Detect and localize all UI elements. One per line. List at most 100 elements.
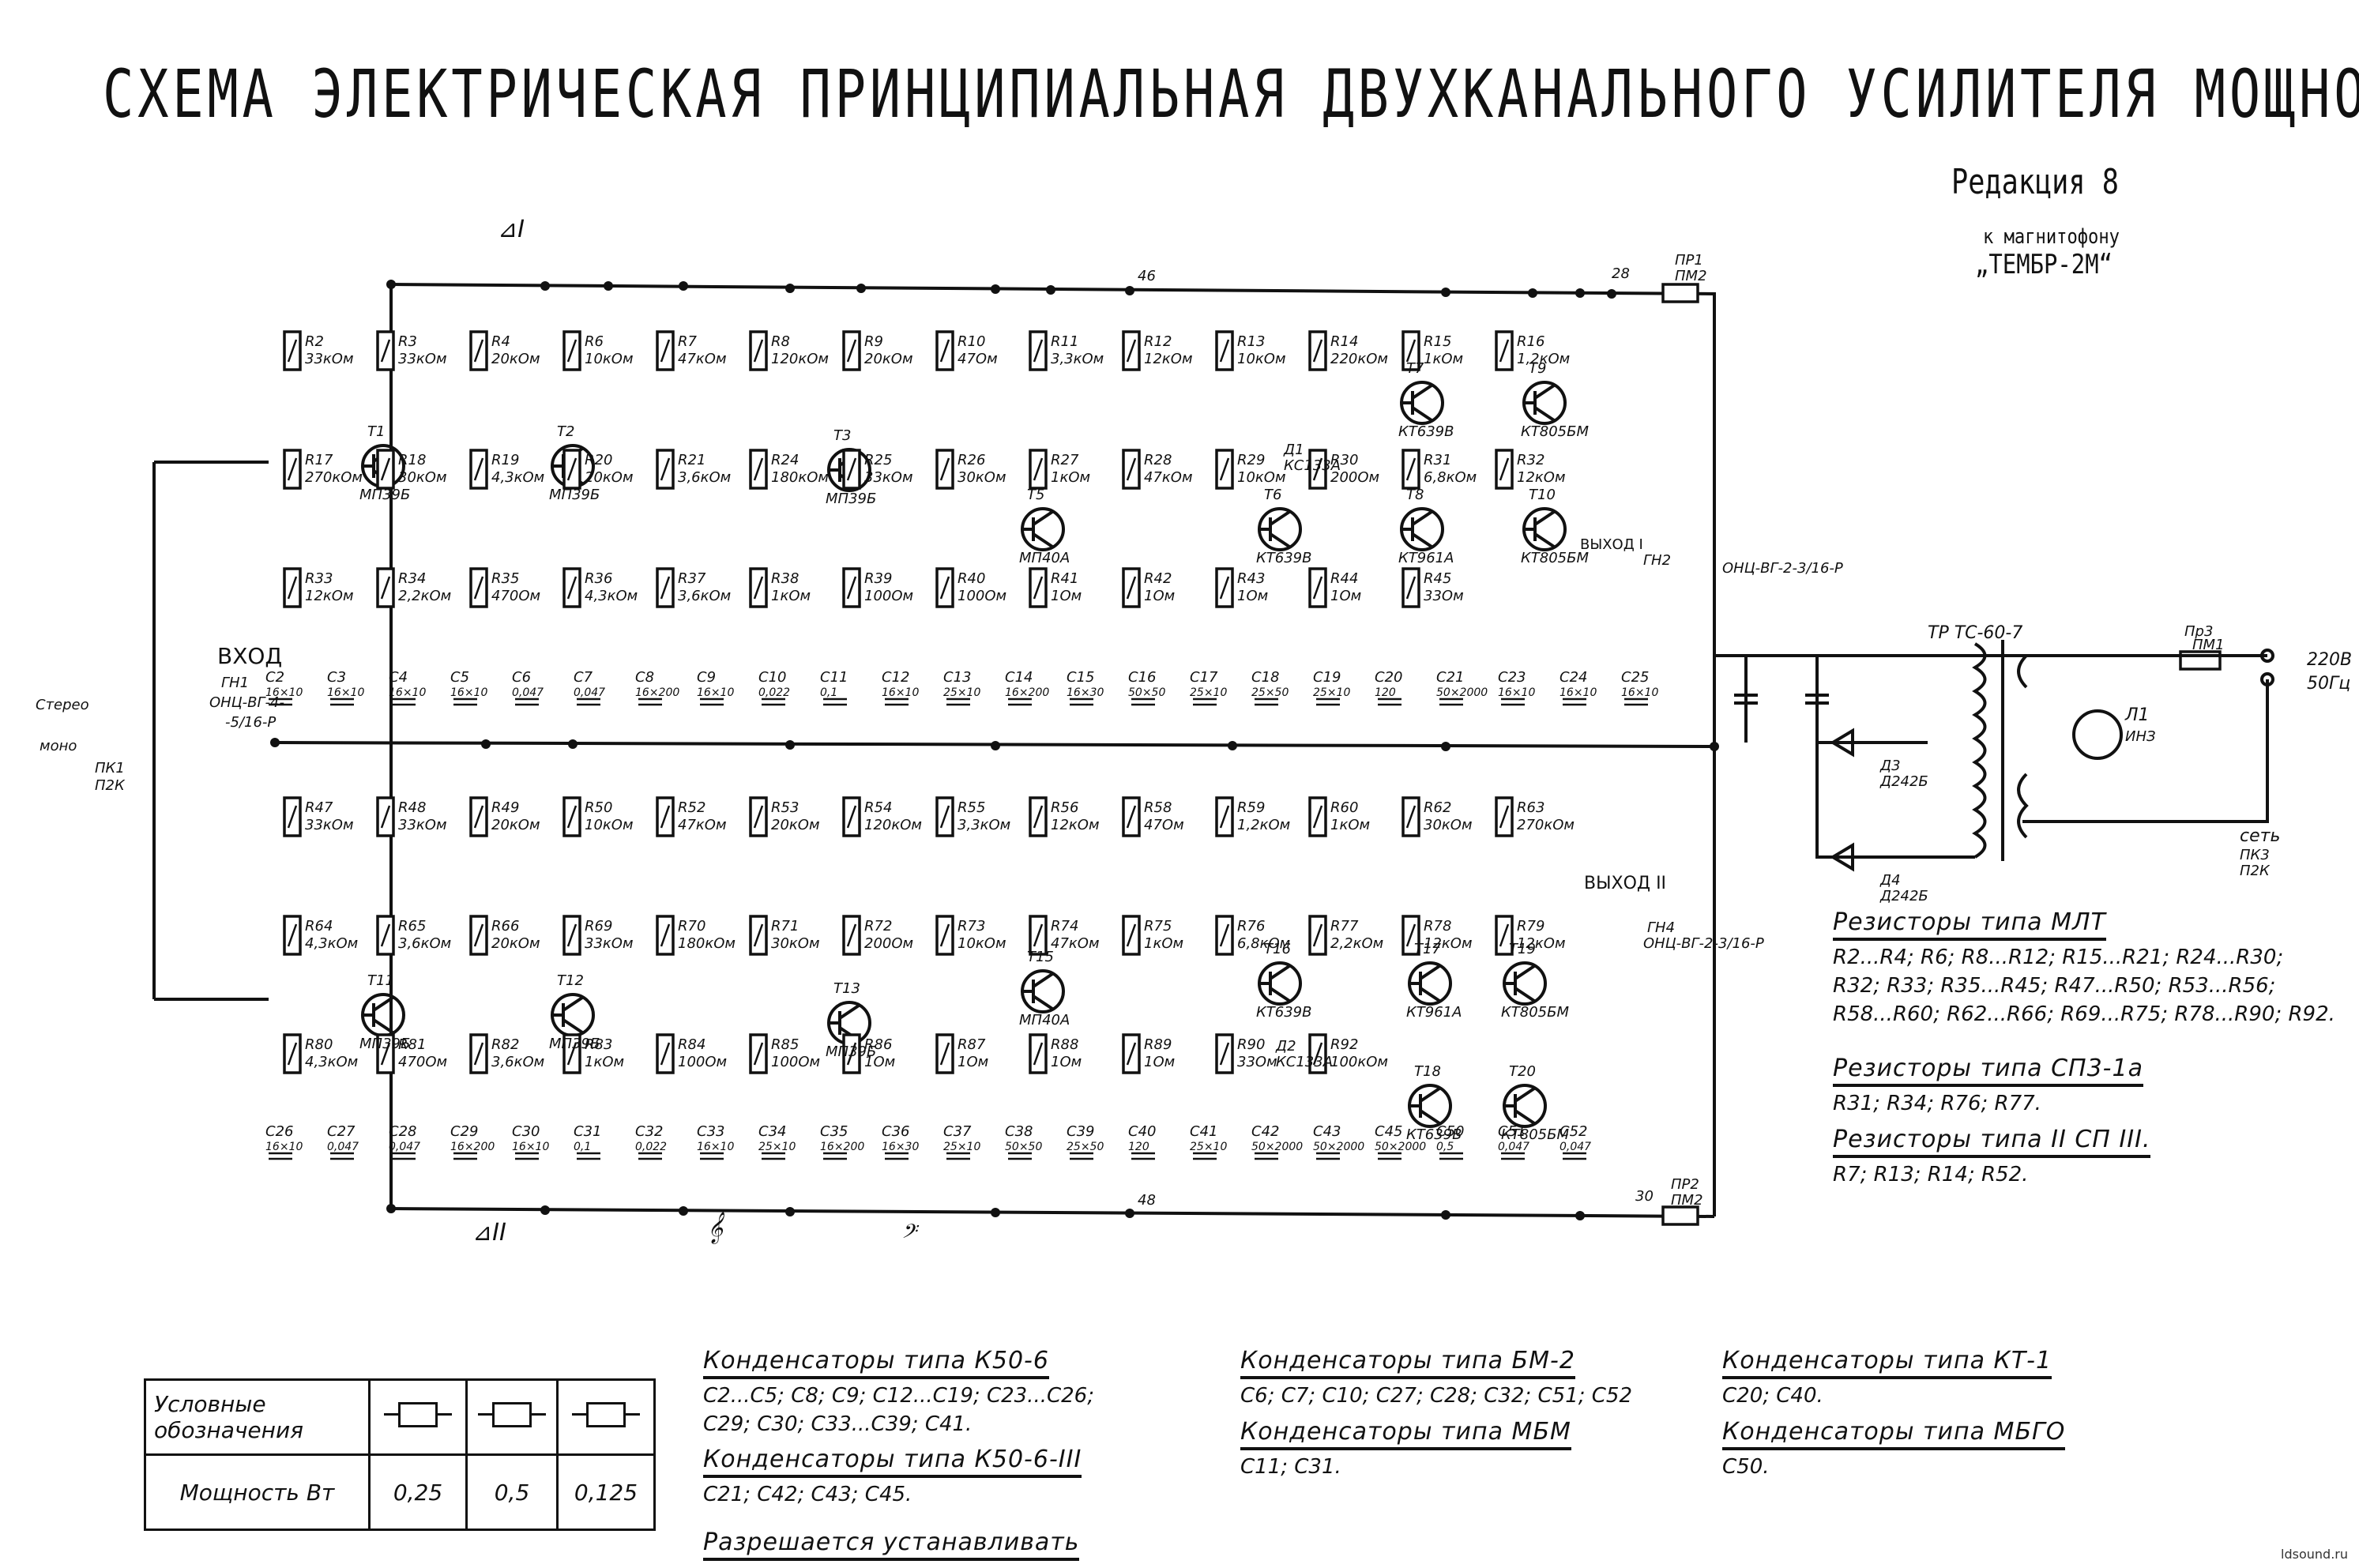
resistor-value-label: 4,3кОм — [585, 588, 638, 604]
capacitor-value-label: 16×10 — [1559, 686, 1597, 699]
resistor-mark — [660, 576, 671, 600]
resistor-value-label: 33кОм — [398, 817, 447, 833]
resistor-value-label: 1Ом — [1051, 588, 1082, 604]
capacitor-c50 — [1439, 1152, 1463, 1160]
capacitor-c34 — [762, 1152, 785, 1160]
resistor-value-label: 47Ом — [1144, 817, 1184, 833]
capacitor-c52 — [1563, 1152, 1586, 1160]
capacitor-value-label: 16×30 — [882, 1141, 919, 1153]
capacitor-ref-label: C3 — [327, 669, 346, 686]
transistor-type-label: МП39Б — [359, 1036, 410, 1052]
resistor-ref-label: R87 — [958, 1036, 986, 1053]
resistor-ref-label: R20 — [585, 452, 612, 468]
transistor-ref-label: T6 — [1264, 487, 1281, 503]
resistor-ref-label: R60 — [1330, 799, 1358, 816]
resistor-ref-label: R31 — [1424, 452, 1451, 468]
resistor-value-label: 470Ом — [398, 1054, 447, 1070]
resistor-ref-label: R63 — [1517, 799, 1544, 816]
transistor-type-label: КТ639В — [1406, 1126, 1462, 1143]
capacitor-c9 — [700, 698, 724, 706]
note-res-mlt-line3: R58...R60; R62...R66; R69...R75; R78...R… — [1833, 1002, 2335, 1026]
legend-symbols-header: Условные обозначения — [144, 1378, 371, 1456]
junction-dot — [679, 1206, 688, 1216]
capacitor-ref-label: C50 — [1436, 1123, 1464, 1140]
transformer-label: ТР ТС-60-7 — [1928, 623, 2022, 643]
resistor-value-label: 100Ом — [958, 588, 1006, 604]
capacitor-c21 — [1439, 698, 1463, 706]
capacitor-c8 — [638, 698, 662, 706]
resistor-ref-label: R47 — [305, 799, 333, 816]
resistor-mark — [1033, 576, 1044, 600]
resistor-mark — [473, 339, 484, 363]
resistor-mark — [660, 923, 671, 947]
input-connector-type-2: -5/16-Р — [225, 714, 276, 731]
capacitor-c3 — [330, 698, 354, 706]
resistor-value-label: 33кОм — [585, 935, 634, 952]
capacitor-ref-label: C30 — [512, 1123, 540, 1140]
mains-terminal-1 — [2260, 649, 2274, 663]
resistor-mark — [287, 923, 298, 947]
transistor-leads — [1401, 510, 1433, 548]
junction-dot — [856, 284, 866, 293]
resistor-ref-label: R16 — [1517, 333, 1544, 350]
resistor-value-label: 1Ом — [1330, 588, 1361, 604]
transistor-type-label: МП39Б — [826, 491, 876, 507]
resistor-ref-label: R13 — [1237, 333, 1265, 350]
node-number-label: 28 — [1612, 265, 1630, 282]
capacitor-value-label: 0,1 — [574, 1141, 591, 1153]
resistor-mark — [1405, 805, 1417, 829]
resistor-value-label: 12кОм — [1144, 351, 1193, 367]
capacitor-c6 — [515, 698, 539, 706]
resistor-ref-label: R3 — [398, 333, 417, 350]
capacitor-value-label: 0,022 — [635, 1141, 667, 1153]
resistor-value-label: 10кОм — [585, 351, 634, 367]
resistor-value-label: 20кОм — [771, 817, 820, 833]
capacitor-value-label: 16×10 — [389, 686, 426, 699]
fuse-1-type: ПМ2 — [1675, 268, 1707, 284]
capacitor-c40 — [1131, 1152, 1155, 1160]
resistor-value-label: 30кОм — [398, 469, 447, 486]
resistor-ref-label: R89 — [1144, 1036, 1172, 1053]
note-res-sp3-title: Резисторы типа СП3-1а — [1833, 1055, 2143, 1087]
transistor-type-label: МП39Б — [359, 487, 410, 503]
transistor-ref-label: T18 — [1414, 1063, 1441, 1080]
resistor-value-label: 12кОм — [1517, 935, 1566, 952]
capacitor-value-label: 0,1 — [820, 686, 837, 699]
capacitor-value-label: 16×10 — [1621, 686, 1658, 699]
note-cap-mbgo-line1: С50. — [1722, 1455, 1770, 1479]
mains-voltage-label: 220В — [2307, 650, 2352, 670]
capacitor-value-label: 16×10 — [697, 1141, 734, 1153]
resistor-ref-label: R21 — [678, 452, 705, 468]
junction-dot — [1125, 286, 1134, 295]
capacitor-value-label: 25×10 — [943, 1141, 980, 1153]
resistor-mark — [1219, 805, 1230, 829]
resistor-value-label: 12кОм — [1051, 817, 1100, 833]
resistor-mark — [939, 339, 950, 363]
transistor-type-label: КТ805БМ — [1521, 550, 1589, 566]
resistor-value-label: 33Ом — [1237, 1054, 1277, 1070]
resistor-mark — [753, 1042, 764, 1066]
node-number-label: 30 — [1635, 1188, 1654, 1205]
resistor-mark — [1126, 339, 1137, 363]
capacitor-value-label: 16×10 — [265, 1141, 303, 1153]
capacitor-c11 — [823, 698, 847, 706]
mains-freq-label: 50Гц — [2307, 674, 2350, 694]
resistor-mark — [1312, 805, 1323, 829]
volume-control-2-label: ⊿II — [472, 1219, 506, 1247]
resistor-ref-label: R34 — [398, 570, 426, 587]
transistor-leads — [829, 451, 860, 489]
capacitor-ref-label: C17 — [1190, 669, 1218, 686]
resistor-ref-label: R62 — [1424, 799, 1451, 816]
transistor-leads — [1409, 964, 1441, 1002]
capacitor-value-label: 0,047 — [327, 1141, 359, 1153]
capacitor-value-label: 0,5 — [1436, 1141, 1454, 1153]
resistor-value-label: 1,2кОм — [1517, 351, 1570, 367]
transistor-leads — [1504, 1087, 1536, 1125]
resistor-value-label: 10кОм — [1237, 469, 1286, 486]
capacitor-value-label: 16×10 — [1498, 686, 1535, 699]
junction-dot — [991, 741, 1000, 750]
capacitor-ref-label: C10 — [758, 669, 786, 686]
mains-wires — [2022, 654, 2269, 823]
capacitor-c24 — [1563, 698, 1586, 706]
fuse-2-label: ПР2 — [1671, 1176, 1699, 1193]
